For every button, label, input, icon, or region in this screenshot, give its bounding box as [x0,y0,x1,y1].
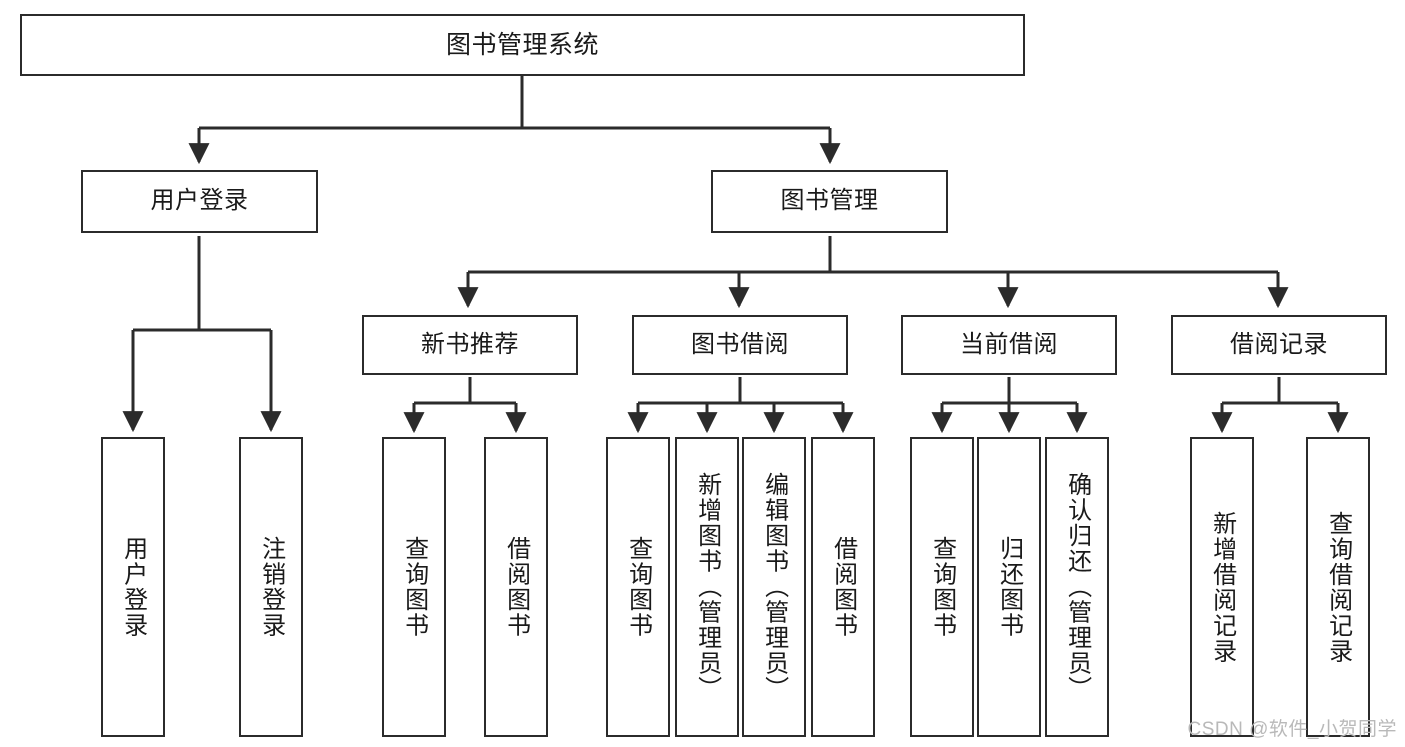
node-user-login[interactable]: 用户登录 [81,170,318,233]
node-current-borrow-label: 当前借阅 [960,330,1058,358]
leaf-edit-book[interactable]: 编辑图书（管理员） [742,437,806,737]
node-user-login-label: 用户登录 [150,187,249,215]
leaf-user-login-label: 用户登录 [119,536,147,638]
node-borrow-record[interactable]: 借阅记录 [1171,315,1387,375]
node-root-label: 图书管理系统 [445,31,599,59]
leaf-query-book-a[interactable]: 查询图书 [382,437,446,737]
leaf-query-record[interactable]: 查询借阅记录 [1306,437,1370,737]
csdn-watermark: CSDN @软件_小贺同学 [1187,719,1397,740]
leaf-confirm-return[interactable]: 确认归还（管理员） [1045,437,1109,737]
leaf-borrow-book-b-label: 借阅图书 [829,536,857,638]
node-book-manage[interactable]: 图书管理 [711,170,948,233]
node-book-borrow-label: 图书借阅 [691,330,789,358]
leaf-query-book-a-label: 查询图书 [400,536,428,638]
leaf-borrow-book-a-label: 借阅图书 [502,536,530,638]
node-borrow-record-label: 借阅记录 [1230,330,1328,358]
node-book-borrow[interactable]: 图书借阅 [632,315,848,375]
leaf-add-record[interactable]: 新增借阅记录 [1190,437,1254,737]
leaf-add-book[interactable]: 新增图书（管理员） [675,437,739,737]
leaf-query-record-label: 查询借阅记录 [1324,510,1352,664]
leaf-add-book-label: 新增图书（管理员） [693,472,721,702]
leaf-edit-book-label: 编辑图书（管理员） [760,472,788,702]
leaf-borrow-book-b[interactable]: 借阅图书 [811,437,875,737]
leaf-confirm-return-label: 确认归还（管理员） [1063,472,1091,702]
leaf-logout-label: 注销登录 [257,536,285,638]
node-root[interactable]: 图书管理系统 [20,14,1025,76]
leaf-query-book-b-label: 查询图书 [624,536,652,638]
node-book-manage-label: 图书管理 [780,187,879,215]
leaf-return-book-label: 归还图书 [995,536,1023,638]
node-current-borrow[interactable]: 当前借阅 [901,315,1117,375]
leaf-query-book-b[interactable]: 查询图书 [606,437,670,737]
leaf-add-record-label: 新增借阅记录 [1208,510,1236,664]
leaf-logout[interactable]: 注销登录 [239,437,303,737]
leaf-query-book-c[interactable]: 查询图书 [910,437,974,737]
leaf-query-book-c-label: 查询图书 [928,536,956,638]
leaf-borrow-book-a[interactable]: 借阅图书 [484,437,548,737]
leaf-user-login[interactable]: 用户登录 [101,437,165,737]
node-new-book-recommend[interactable]: 新书推荐 [362,315,578,375]
leaf-return-book[interactable]: 归还图书 [977,437,1041,737]
node-new-book-recommend-label: 新书推荐 [421,330,519,358]
